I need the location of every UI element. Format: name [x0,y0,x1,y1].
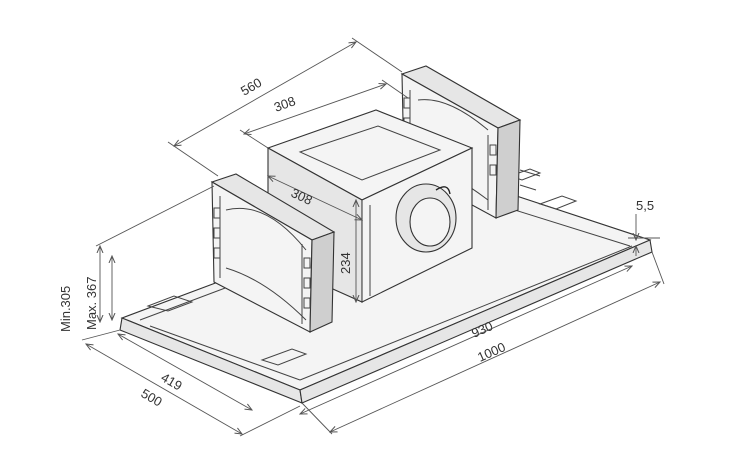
dim-1000-label: 1000 [475,339,508,364]
dim-min-height-label: Min.305 [58,286,73,332]
dim-500-label: 500 [139,386,165,410]
dim-308-top-label: 308 [272,93,298,115]
dim-234-label: 234 [338,252,353,274]
dim-419-label: 419 [159,370,185,394]
dimension-lines [81,37,665,437]
dim-max-height-label: Max. 367 [84,277,99,330]
dim-5-5-label: 5,5 [636,198,654,213]
dim-560-label: 560 [238,75,264,99]
